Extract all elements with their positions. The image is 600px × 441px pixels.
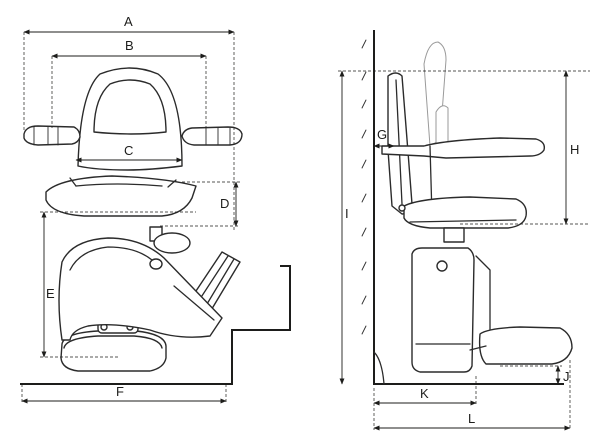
label-e: E bbox=[46, 286, 55, 301]
side-footrest bbox=[469, 326, 573, 365]
label-i: I bbox=[345, 206, 349, 221]
seat-post bbox=[149, 226, 191, 270]
label-l: L bbox=[468, 411, 475, 426]
label-f: F bbox=[116, 384, 124, 399]
dimension-b: B bbox=[51, 38, 207, 59]
label-b: B bbox=[125, 38, 134, 53]
label-j: J bbox=[563, 369, 570, 384]
wall-skirting bbox=[373, 351, 385, 385]
dimension-f: F bbox=[21, 384, 227, 404]
label-g: G bbox=[377, 127, 387, 142]
label-d: D bbox=[220, 196, 229, 211]
wall-hatching bbox=[361, 39, 367, 335]
dimension-j: J bbox=[555, 365, 570, 385]
drive-unit bbox=[58, 237, 223, 341]
label-k: K bbox=[420, 386, 429, 401]
right-armrest bbox=[181, 126, 243, 146]
dimension-l: L bbox=[373, 411, 571, 431]
dimension-e: E bbox=[41, 211, 55, 358]
dimension-d: D bbox=[220, 181, 239, 227]
side-backrest bbox=[387, 72, 413, 215]
dimension-g: G bbox=[373, 127, 395, 149]
backrest bbox=[77, 67, 183, 171]
label-h: H bbox=[570, 142, 579, 157]
side-seat-post bbox=[443, 227, 465, 243]
side-seat bbox=[398, 196, 527, 229]
side-extension-lines bbox=[338, 70, 590, 430]
dimension-i: I bbox=[339, 70, 349, 385]
side-view: G H I J K L bbox=[338, 30, 590, 431]
label-a: A bbox=[124, 14, 133, 29]
dimension-c: C bbox=[75, 143, 183, 163]
folded-seat-outline bbox=[423, 41, 449, 157]
left-armrest bbox=[23, 125, 81, 146]
label-c: C bbox=[124, 143, 133, 158]
dimension-a: A bbox=[23, 14, 235, 35]
front-view: A B C D E F bbox=[20, 14, 291, 404]
dimension-k: K bbox=[373, 386, 477, 406]
side-motor-housing bbox=[411, 247, 491, 373]
dimension-h: H bbox=[563, 70, 579, 225]
front-floor-line bbox=[20, 265, 291, 385]
seat bbox=[45, 175, 197, 217]
